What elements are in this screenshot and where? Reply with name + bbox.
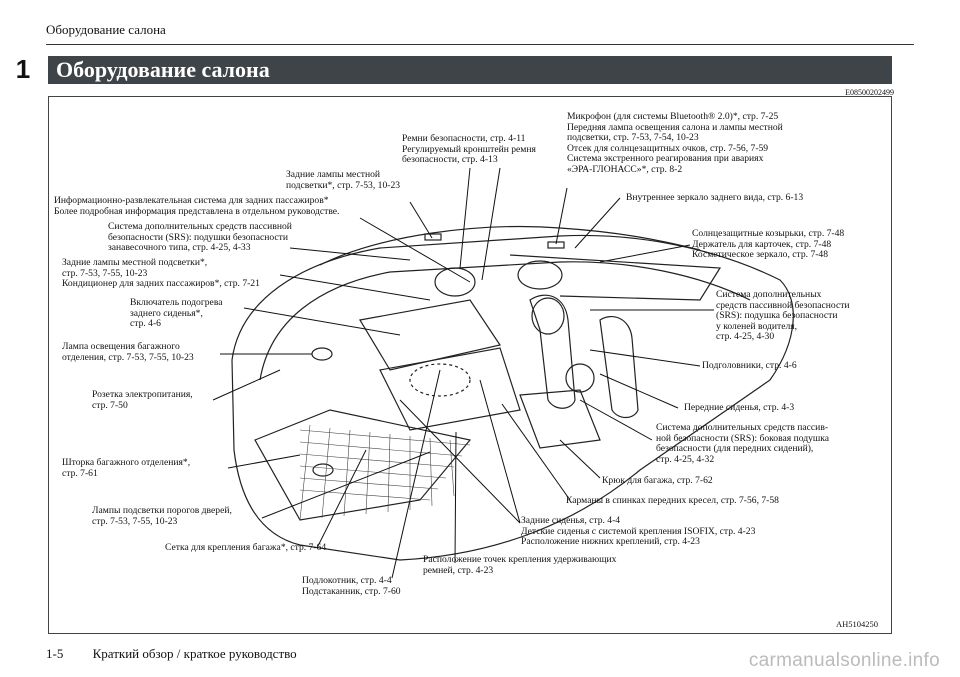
label-rear-seat-heater: Включатель подогрева заднего сиденья*, с… [130, 297, 223, 329]
label-sun-visors: Солнцезащитные козырьки, стр. 7-48 Держа… [692, 228, 845, 260]
label-rear-map-lamps: Задние лампы местной подсветки*, стр. 7-… [286, 169, 401, 191]
header-rule [46, 44, 914, 45]
label-srs-knee: Система дополнительных средств пассивной… [716, 289, 850, 342]
label-rear-view-mirror: Внутреннее зеркало заднего вида, стр. 6-… [626, 192, 804, 203]
section-title-bar: Оборудование салона [48, 56, 892, 84]
label-microphone-front-lamp: Микрофон (для системы Bluetooth® 2.0)*, … [567, 111, 783, 175]
chapter-number: 1 [15, 54, 31, 84]
label-seat-belts: Ремни безопасности, стр. 4-11 Регулируем… [402, 133, 536, 165]
label-rear-seats: Задние сиденья, стр. 4-4 Детские сиденья… [521, 515, 756, 547]
label-tether-anchors: Расположение точек крепления удерживающи… [423, 554, 617, 576]
label-srs-curtain: Система дополнительных средств пассивной… [108, 221, 292, 253]
label-power-outlet: Розетка электропитания, стр. 7-50 [92, 389, 193, 411]
watermark: carmanualsonline.info [748, 650, 940, 671]
label-door-sill-lamps: Лампы подсветки порогов дверей, стр. 7-5… [92, 505, 232, 527]
running-header: Оборудование салона [46, 22, 166, 37]
label-rear-entertainment: Информационно-развлекательная система дл… [54, 195, 340, 217]
label-cargo-hook: Крюк для багажа, стр. 7-62 [602, 475, 713, 486]
label-rear-lamps-ac: Задние лампы местной подсветки*, стр. 7-… [62, 257, 260, 289]
figure-id: AH5104250 [836, 619, 879, 629]
footer-title: Краткий обзор / краткое руководство [92, 646, 297, 661]
section-title: Оборудование салона [56, 57, 270, 82]
label-headrests: Подголовники, стр. 4-6 [702, 360, 797, 371]
label-cargo-cover: Шторка багажного отделения*, стр. 7-61 [62, 457, 191, 479]
label-cargo-lamp: Лампа освещения багажного отделения, стр… [62, 341, 194, 363]
label-seatback-pockets: Карманы в спинках передних кресел, стр. … [566, 495, 779, 506]
footer: 1-5 Краткий обзор / краткое руководство [46, 646, 297, 662]
figure-frame [48, 96, 892, 634]
label-cargo-net: Сетка для крепления багажа*, стр. 7-64 [165, 542, 327, 553]
label-armrest: Подлокотник, стр. 4-4 Подстаканник, стр.… [302, 575, 401, 597]
section-code: E08500202499 [845, 88, 894, 97]
label-front-seats: Передние сиденья, стр. 4-3 [684, 402, 795, 413]
label-srs-side: Система дополнительных средств пассив- н… [656, 422, 830, 465]
page-number: 1-5 [46, 646, 64, 661]
